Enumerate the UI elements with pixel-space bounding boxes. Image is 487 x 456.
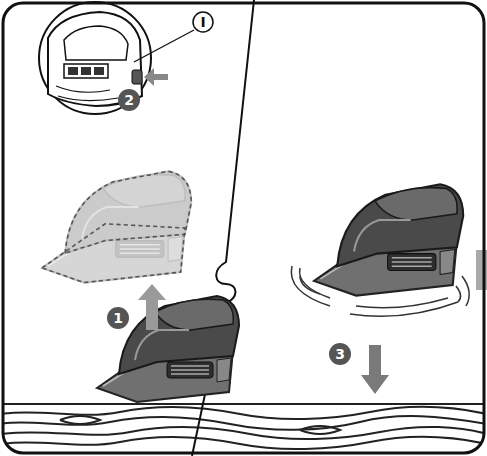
callout-number: 2 [118,89,140,111]
callout-number: 3 [329,343,351,365]
callout-number: I [192,11,214,33]
callout-number: 1 [107,307,129,329]
